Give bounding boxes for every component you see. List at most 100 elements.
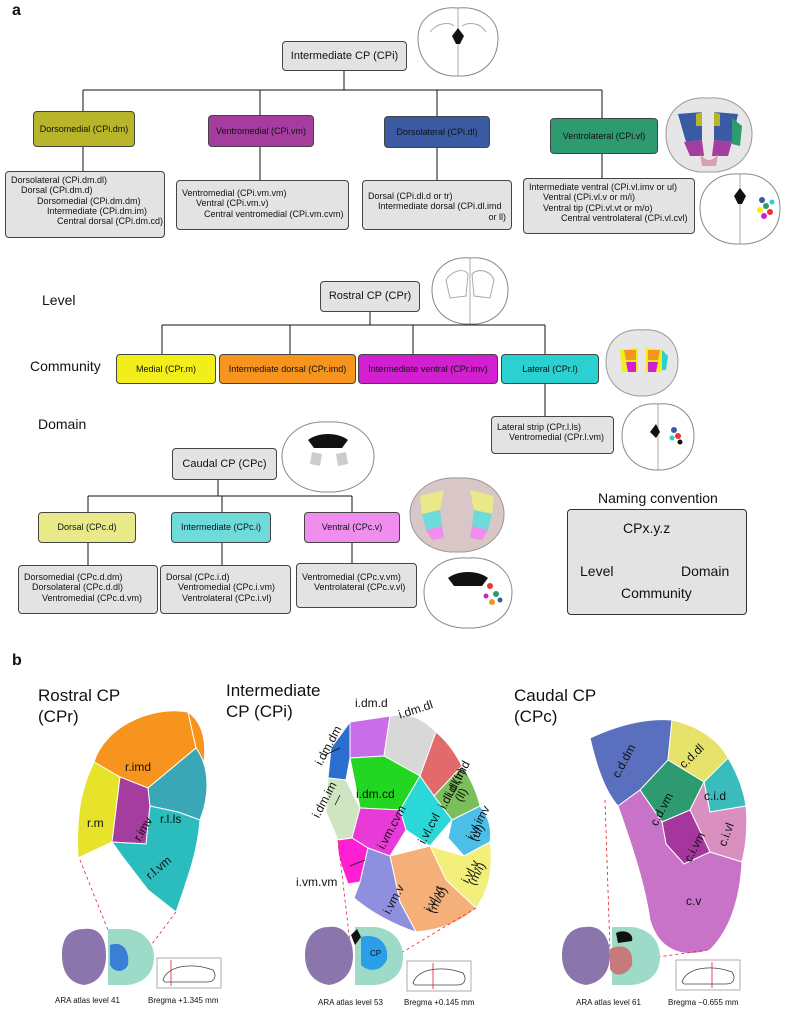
domain-item: Central ventrolateral (CPi.vl.cvl) [561, 213, 688, 224]
community-label: Community [30, 358, 101, 374]
brain-sagittal-intermediate [406, 960, 472, 992]
cpr-community-l: Lateral (CPr.l) [501, 354, 599, 384]
brain-section-thumbnail [431, 257, 509, 325]
rostral-bregma-caption: Bregma +1.345 mm [148, 996, 219, 1005]
cpr-lateral-domain-list: Lateral strip (CPr.l.ls) Ventromedial (C… [491, 416, 614, 454]
domain-item: Intermediate ventral (CPi.vl.imv or ul) [529, 182, 678, 192]
cpi-community-dm: Dorsomedial (CPi.dm) [33, 111, 135, 147]
region-label: c.i.d [704, 789, 726, 803]
atlas-section-caudal [562, 926, 660, 985]
callout-lines [324, 747, 366, 867]
cpc-root-box: Caudal CP (CPc) [172, 448, 277, 480]
cpi-vm-domain-list: Ventromedial (CPi.vm.vm) Ventral (CPi.vm… [176, 180, 349, 230]
naming-domain: Domain [681, 563, 730, 579]
region-label: r.l.ls [160, 812, 181, 826]
cpc-v-domain-list: Ventromedial (CPc.v.vm) Ventrolateral (C… [296, 563, 417, 608]
domain-item: Intermediate dorsal (CPi.dl.imd [378, 201, 502, 212]
cpc-community-d: Dorsal (CPc.d) [38, 512, 136, 543]
rostral-title: Rostral CP (CPr) [38, 685, 120, 728]
caudal-title-line1: Caudal CP [514, 686, 597, 705]
cpc-d-domain-list: Dorsomedial (CPc.d.dm) Dorsolateral (CPc… [18, 565, 158, 614]
cpc-tree-lines [87, 480, 353, 565]
brain-section-thumbnail [281, 421, 375, 493]
domain-item: or ll) [488, 211, 507, 222]
cpr-community-imd: Intermediate dorsal (CPr.imd) [219, 354, 356, 384]
domain-item: Lateral strip (CPr.l.ls) [497, 422, 582, 432]
panel-b-label: b [12, 652, 22, 669]
domain-item: Ventral (CPi.vm.v) [196, 198, 269, 209]
region-label: i.vm.vm [296, 875, 337, 889]
domain-item: Dorsolateral (CPc.d.dl) [32, 582, 124, 593]
domain-item: Intermediate (CPi.dm.im) [47, 206, 148, 217]
intermediate-cp-map [325, 714, 492, 933]
intermediate-title-line1: Intermediate [226, 681, 321, 700]
caudal-cp-map [589, 719, 748, 954]
domain-item: Ventromedial (CPi.vm.vm) [182, 188, 287, 198]
domain-item: Central dorsal (CPi.dm.cd) [57, 216, 164, 227]
cpr-tree-lines [161, 312, 546, 416]
naming-formula: CPx.y.z [623, 520, 671, 536]
rostral-atlas-caption: ARA atlas level 41 [55, 996, 120, 1005]
cpi-dm-domain-list: Dorsolateral (CPi.dm.dl) Dorsal (CPi.dm.… [5, 171, 165, 238]
brain-section-thumbnail [423, 557, 513, 629]
rostral-cp-map [77, 710, 208, 913]
domain-item: Ventromedial (CPc.i.vm) [178, 582, 276, 593]
domain-item: Dorsolateral (CPi.dm.dl) [11, 175, 108, 185]
domain-item: Ventral tip (CPi.vl.vt or m/o) [543, 202, 653, 213]
naming-community: Community [621, 585, 692, 601]
domain-item: Dorsal (CPi.dl.d or tr) [368, 191, 453, 201]
cpi-community-vm: Ventromedial (CPi.vm) [208, 115, 314, 147]
brain-section-thumbnail [417, 7, 499, 77]
region-label: r.imd [125, 760, 151, 774]
intermediate-title-line2: CP (CPi) [226, 702, 293, 722]
brain-section-thumbnail [665, 97, 753, 173]
cpi-root-box: Intermediate CP (CPi) [282, 41, 407, 71]
cpc-community-v: Ventral (CPc.v) [304, 512, 400, 543]
region-label: c.v [686, 894, 701, 908]
domain-item: Ventral (CPi.vl.v or m/i) [543, 192, 636, 203]
naming-level: Level [580, 563, 614, 579]
caudal-bregma-caption: Bregma −0.655 mm [668, 998, 739, 1007]
cpi-community-dl: Dorsolateral (CPi.dl) [384, 116, 490, 148]
domain-item: Ventromedial (CPc.d.vm) [42, 592, 143, 603]
domain-item: Central ventromedial (CPi.vm.cvm) [204, 208, 344, 219]
rostral-title-line2: (CPr) [38, 707, 79, 727]
caudal-title-line2: (CPc) [514, 707, 558, 727]
domain-label: Domain [38, 416, 87, 432]
cpi-vl-domain-list: Intermediate ventral (CPi.vl.imv or ul) … [523, 178, 695, 234]
rostral-title-line1: Rostral CP [38, 686, 121, 705]
atlas-section-intermediate [305, 926, 403, 985]
panel-a-label: a [12, 2, 21, 19]
brain-section-thumbnail [699, 173, 781, 245]
domain-item: Dorsal (CPc.i.d) [166, 572, 230, 582]
caudal-atlas-caption: ARA atlas level 61 [576, 998, 641, 1007]
cpi-community-vl: Ventrolateral (CPi.vl) [550, 118, 658, 154]
level-label: Level [42, 292, 76, 308]
cpr-community-m: Medial (CPr.m) [116, 354, 216, 384]
brain-section-thumbnail [621, 403, 695, 471]
cpc-community-i: Intermediate (CPc.i) [171, 512, 271, 543]
naming-convention-box: CPx.y.z Level Domain Community [567, 509, 747, 615]
domain-item: Ventrolateral (CPc.i.vl) [182, 592, 272, 603]
region-label: r.m [87, 816, 104, 830]
cpr-root-box: Rostral CP (CPr) [320, 281, 420, 312]
atlas-section-rostral [62, 928, 154, 985]
domain-item: Ventrolateral (CPc.v.vl) [314, 582, 406, 593]
region-label: (ll) [452, 786, 471, 804]
brain-sagittal-caudal [675, 959, 741, 991]
intermediate-atlas-caption: ARA atlas level 53 [318, 998, 383, 1007]
brain-section-thumbnail [605, 329, 679, 397]
naming-convention-title: Naming convention [598, 490, 718, 506]
brain-sagittal-rostral [156, 957, 222, 989]
region-label: i.dm.d [355, 696, 388, 710]
intermediate-title: Intermediate CP (CPi) [226, 680, 321, 723]
caudal-title: Caudal CP (CPc) [514, 685, 596, 728]
cpi-tree-lines [82, 71, 603, 180]
domain-item: Dorsal (CPi.dm.d) [21, 185, 93, 196]
cpi-dl-domain-list: Dorsal (CPi.dl.d or tr) Intermediate dor… [362, 180, 512, 230]
domain-item: Dorsomedial (CPc.d.dm) [24, 572, 123, 582]
domain-item: Ventromedial (CPr.l.vm) [509, 432, 605, 443]
domain-item: Ventromedial (CPc.v.vm) [302, 572, 401, 582]
cpr-community-imv: Intermediate ventral (CPr.imv) [358, 354, 498, 384]
